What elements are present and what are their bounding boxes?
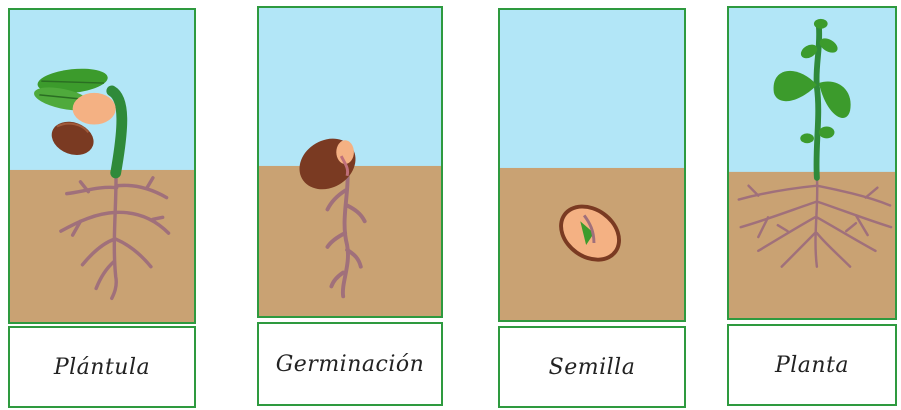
root-system — [737, 176, 893, 268]
leaves — [773, 18, 851, 144]
planta-label: Planta — [774, 352, 850, 378]
stem — [106, 85, 128, 179]
semilla-label-box: Semilla — [498, 326, 686, 408]
planta-label-box: Planta — [727, 324, 897, 406]
cotyledon — [72, 92, 116, 125]
stem — [813, 22, 823, 181]
seed-coat — [51, 121, 94, 155]
seed — [559, 204, 621, 262]
germinacion-label: Germinación — [275, 351, 425, 377]
germinating-seed-illustration — [259, 8, 441, 316]
semilla-label: Semilla — [548, 354, 636, 380]
card-semilla: Semilla — [498, 8, 686, 408]
card-planta: Planta — [727, 6, 897, 406]
card-plantula: Plántula — [8, 8, 196, 408]
plantula-picture — [8, 8, 196, 324]
planta-picture — [727, 6, 897, 320]
root — [325, 154, 367, 299]
seedling-illustration — [10, 10, 194, 322]
germinacion-label-box: Germinación — [257, 322, 443, 406]
germinacion-picture — [257, 6, 443, 318]
leaves — [34, 68, 108, 111]
semilla-picture — [498, 8, 686, 322]
plantula-label: Plántula — [53, 354, 151, 380]
root-system — [59, 156, 171, 301]
card-germinacion: Germinación — [257, 6, 443, 406]
plant-illustration — [729, 8, 895, 318]
seed-illustration — [500, 10, 684, 320]
plantula-label-box: Plántula — [8, 326, 196, 408]
